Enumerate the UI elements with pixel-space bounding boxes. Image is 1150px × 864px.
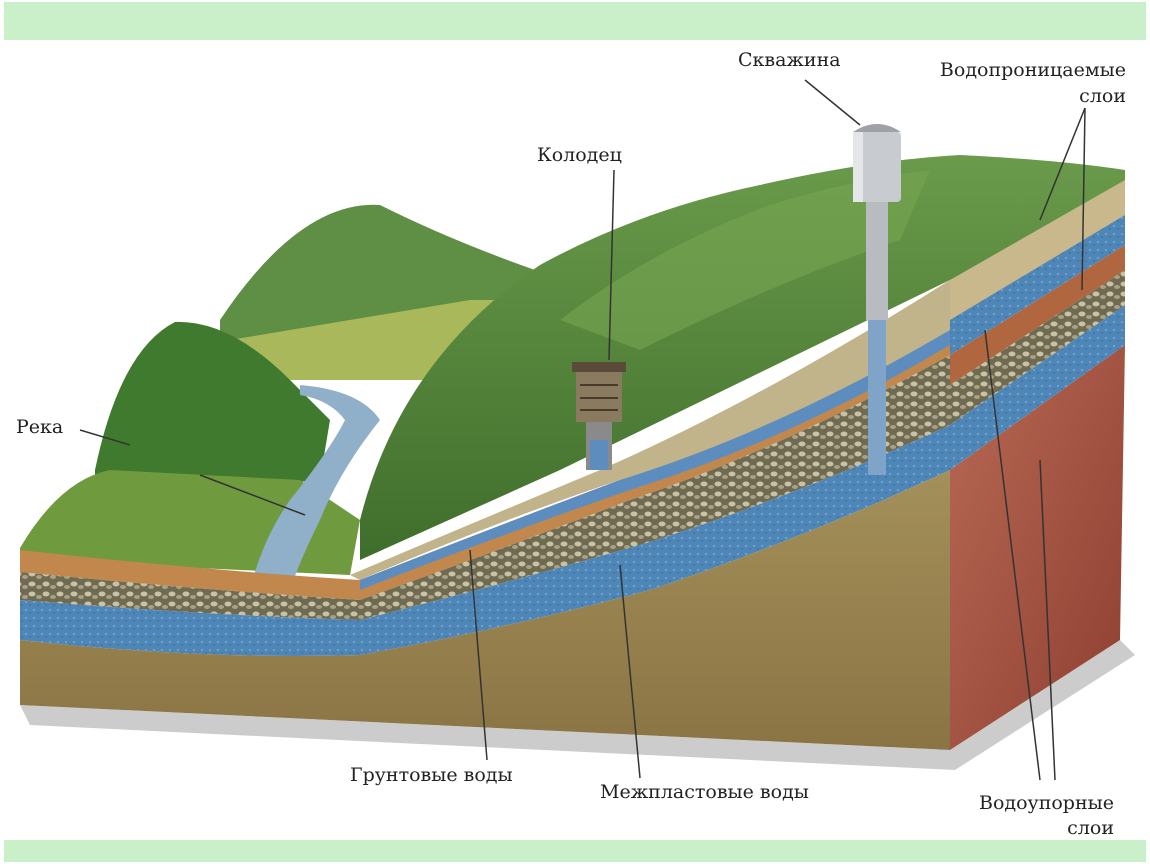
side-clay bbox=[950, 245, 1125, 385]
borehole-label: Скважина bbox=[738, 49, 841, 71]
left-hill bbox=[95, 321, 330, 500]
river bbox=[250, 385, 380, 590]
well-label: Колодец bbox=[537, 144, 622, 166]
front-gravel bbox=[20, 355, 950, 620]
interstratal-water-label: Межпластовые воды bbox=[600, 781, 809, 803]
side-water-2 bbox=[950, 305, 1125, 470]
permeable-layers-label-line2: слои bbox=[1079, 85, 1126, 107]
side-gravel bbox=[950, 270, 1125, 425]
borehole-structure bbox=[853, 124, 901, 475]
front-clay-top bbox=[20, 330, 950, 600]
impermeable-layers-label-line1: Водоупорные bbox=[978, 792, 1114, 814]
well-structure bbox=[572, 362, 626, 470]
bottom-band bbox=[4, 840, 1146, 862]
top-band bbox=[4, 2, 1146, 40]
impermeable-layers-label-line2: слои bbox=[1067, 817, 1114, 839]
front-soil-base bbox=[20, 470, 950, 750]
front-water-main bbox=[20, 425, 950, 656]
side-soil bbox=[950, 180, 1125, 320]
leader-lines bbox=[79, 79, 1086, 781]
main-hill bbox=[360, 155, 1125, 560]
front-water-top bbox=[360, 330, 950, 590]
river-label: Река bbox=[16, 416, 64, 438]
hill-grass-highlight bbox=[560, 170, 930, 350]
upper-soil-slope bbox=[350, 200, 1125, 580]
side-red-rock bbox=[950, 345, 1125, 750]
side-water-1 bbox=[950, 215, 1125, 355]
groundwater-label: Грунтовые воды bbox=[350, 764, 513, 786]
block-shadow bbox=[20, 640, 1135, 770]
permeable-layers-label-line1: Водопроницаемые bbox=[939, 59, 1126, 81]
